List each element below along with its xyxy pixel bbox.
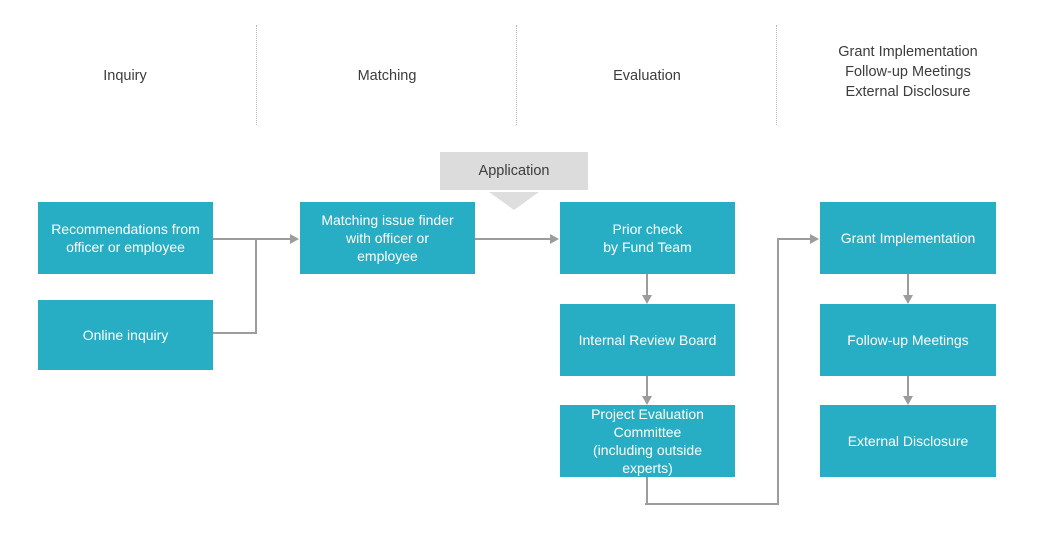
phase-label-implementation: Grant Implementation Follow-up Meetings … [838, 44, 978, 100]
node-external-disclosure[interactable]: External Disclosure [820, 405, 996, 477]
node-matching-issue-finder[interactable]: Matching issue finder with officer or em… [300, 202, 475, 274]
phase-label-evaluation: Evaluation [613, 68, 681, 84]
connector-prior-check-to-internal-review [646, 274, 648, 296]
node-project-evaluation-committee[interactable]: Project Evaluation Committee (including … [560, 405, 735, 477]
connector-grant-to-followup [907, 274, 909, 296]
connector-recommendations-to-junction [213, 238, 257, 240]
connector-online-inquiry-up [255, 238, 257, 334]
phase-divider-3 [776, 25, 777, 125]
node-online-inquiry[interactable]: Online inquiry [38, 300, 213, 370]
node-followup-meetings[interactable]: Follow-up Meetings [820, 304, 996, 376]
phase-divider-1 [256, 25, 257, 125]
arrow-into-external-disclosure [903, 396, 913, 405]
arrow-into-matching [290, 234, 299, 244]
arrow-into-prior-check [550, 234, 559, 244]
connector-internal-review-to-project-evaluation [646, 376, 648, 397]
node-grant-implementation[interactable]: Grant Implementation [820, 202, 996, 274]
connector-evaluation-to-implementation-across [645, 503, 779, 505]
phase-label-matching: Matching [357, 68, 417, 84]
connector-junction-to-matching [255, 238, 291, 240]
connector-project-evaluation-down [646, 477, 648, 505]
node-prior-check[interactable]: Prior check by Fund Team [560, 202, 735, 274]
connector-implementation-up [777, 238, 779, 504]
arrow-into-followup-meetings [903, 295, 913, 304]
connector-matching-to-prior-check [475, 238, 551, 240]
arrow-into-project-evaluation [642, 396, 652, 405]
application-triangle-icon [489, 192, 539, 210]
connector-online-inquiry-right [213, 332, 257, 334]
connector-into-grant-implementation [777, 238, 811, 240]
application-tag: Application [440, 152, 588, 190]
node-recommendations[interactable]: Recommendations from officer or employee [38, 202, 213, 274]
arrow-into-internal-review [642, 295, 652, 304]
phase-label-inquiry: Inquiry [103, 68, 147, 84]
node-internal-review-board[interactable]: Internal Review Board [560, 304, 735, 376]
arrow-into-grant-implementation [810, 234, 819, 244]
connector-followup-to-disclosure [907, 376, 909, 397]
phase-divider-2 [516, 25, 517, 125]
